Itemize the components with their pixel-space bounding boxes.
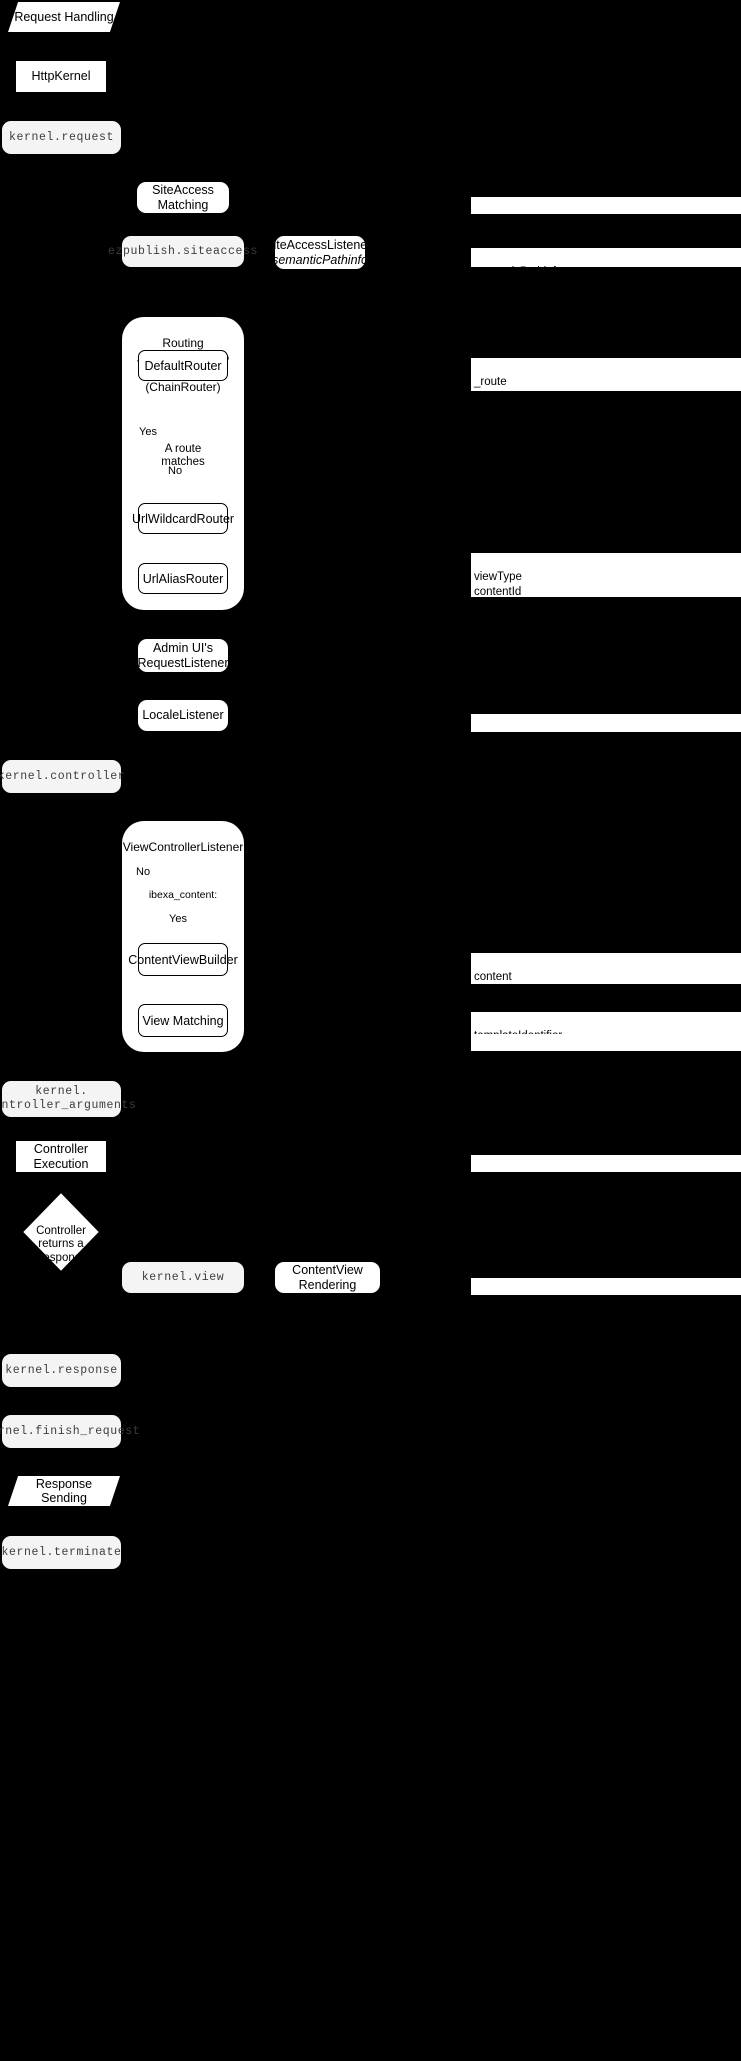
node-label: ContentView Rendering — [292, 1263, 363, 1292]
event-ezpublish-siteaccess: ezpublish.siteaccess — [108, 236, 257, 267]
event-kernel-controller-arguments: kernel. controller_arguments — [0, 1081, 136, 1117]
node-label: LocaleListener — [142, 708, 224, 723]
node-label: UrlWildcardRouter — [131, 511, 235, 526]
attr-box-view: view — [471, 1034, 741, 1064]
attr-box-route-controller: _route _controller — [471, 358, 741, 403]
attr-box-semantic-pathinfo: semanticPathinfo — [471, 248, 741, 278]
node-label-line2: semanticPathinfo — [272, 252, 368, 267]
event-kernel-view: kernel.view — [122, 1262, 244, 1293]
view-decision-label: ibexa_content: — [148, 889, 218, 902]
controller-decision-label: Controller returns a Response — [35, 1225, 87, 1264]
view-box-view-matching: View Matching — [138, 1004, 228, 1037]
node-label: Controller Execution — [33, 1142, 89, 1171]
event-label: kernel.controller — [0, 769, 126, 783]
view-decision-no-label: No — [136, 866, 151, 878]
event-kernel-terminate: kernel.terminate — [1, 1536, 122, 1569]
event-label: kernel.terminate — [1, 1545, 122, 1559]
phase-banner-request-handling: Request Handling — [8, 2, 120, 32]
event-label: kernel.request — [8, 130, 114, 144]
phase-banner-response-sending: Response Sending — [8, 1476, 120, 1506]
node-label-line1: SiteAccessListener: — [265, 238, 375, 253]
node-label: UrlAliasRouter — [142, 571, 224, 586]
node-label: ContentViewBuilder — [128, 952, 238, 967]
routing-decision-label: A route matches — [161, 443, 205, 469]
routing-box-url-alias-router: UrlAliasRouter — [138, 563, 228, 594]
phase-banner-label: Response Sending — [35, 1476, 93, 1505]
event-label: kernel.finish_request — [0, 1424, 141, 1438]
routing-box-default-router: DefaultRouter — [138, 350, 228, 381]
view-box-content-view-builder: ContentViewBuilder — [128, 943, 238, 976]
attr-box-locale: _locale — [471, 714, 741, 744]
node-label: DefaultRouter — [144, 358, 222, 373]
node-label: View Matching — [142, 1013, 224, 1028]
phase-banner-label: Request Handling — [14, 9, 114, 24]
node-siteaccess-matching: SiteAccess Matching — [137, 182, 229, 213]
node-locale-listener: LocaleListener — [138, 700, 228, 731]
event-kernel-controller: kernel.controller — [0, 760, 125, 793]
node-label: Admin UI's RequestListener — [137, 641, 229, 670]
routing-box-url-wildcard-router: UrlWildcardRouter — [132, 503, 234, 534]
event-kernel-request: kernel.request — [2, 121, 121, 154]
node-label: HttpKernel — [31, 69, 91, 84]
node-http-kernel: HttpKernel — [16, 61, 106, 92]
event-label: kernel. controller_arguments — [0, 1084, 137, 1112]
view-controller-listener-title: ViewControllerListener — [122, 840, 244, 855]
attr-box-content-location: content location — [471, 953, 741, 998]
attr-box-viewtype-contentid-locationid: viewType contentId locationId — [471, 553, 741, 614]
node-siteaccess-listener: SiteAccessListener: semanticPathinfo — [265, 236, 375, 269]
node-contentview-rendering: ContentView Rendering — [275, 1262, 380, 1293]
event-label: kernel.view — [141, 1270, 225, 1284]
event-label: kernel.response — [5, 1363, 118, 1377]
node-label: SiteAccess Matching — [152, 183, 214, 212]
routing-decision-no-label: No — [168, 465, 183, 477]
attr-box-siteaccess: siteaccess — [471, 197, 741, 227]
event-kernel-finish-request: kernel.finish_request — [0, 1415, 140, 1448]
node-admin-ui-request-listener: Admin UI's RequestListener — [137, 639, 229, 672]
view-decision-yes-label: Yes — [169, 913, 187, 925]
event-kernel-response: kernel.response — [2, 1354, 121, 1387]
attr-box-response: response — [471, 1278, 741, 1308]
routing-decision-yes-label: Yes — [139, 426, 157, 438]
attr-box-response-view: response/view — [471, 1155, 741, 1185]
event-label: ezpublish.siteaccess — [107, 244, 259, 258]
routing-group-title-line2: (ChainRouter) — [145, 379, 221, 394]
node-controller-execution: Controller Execution — [16, 1141, 106, 1172]
